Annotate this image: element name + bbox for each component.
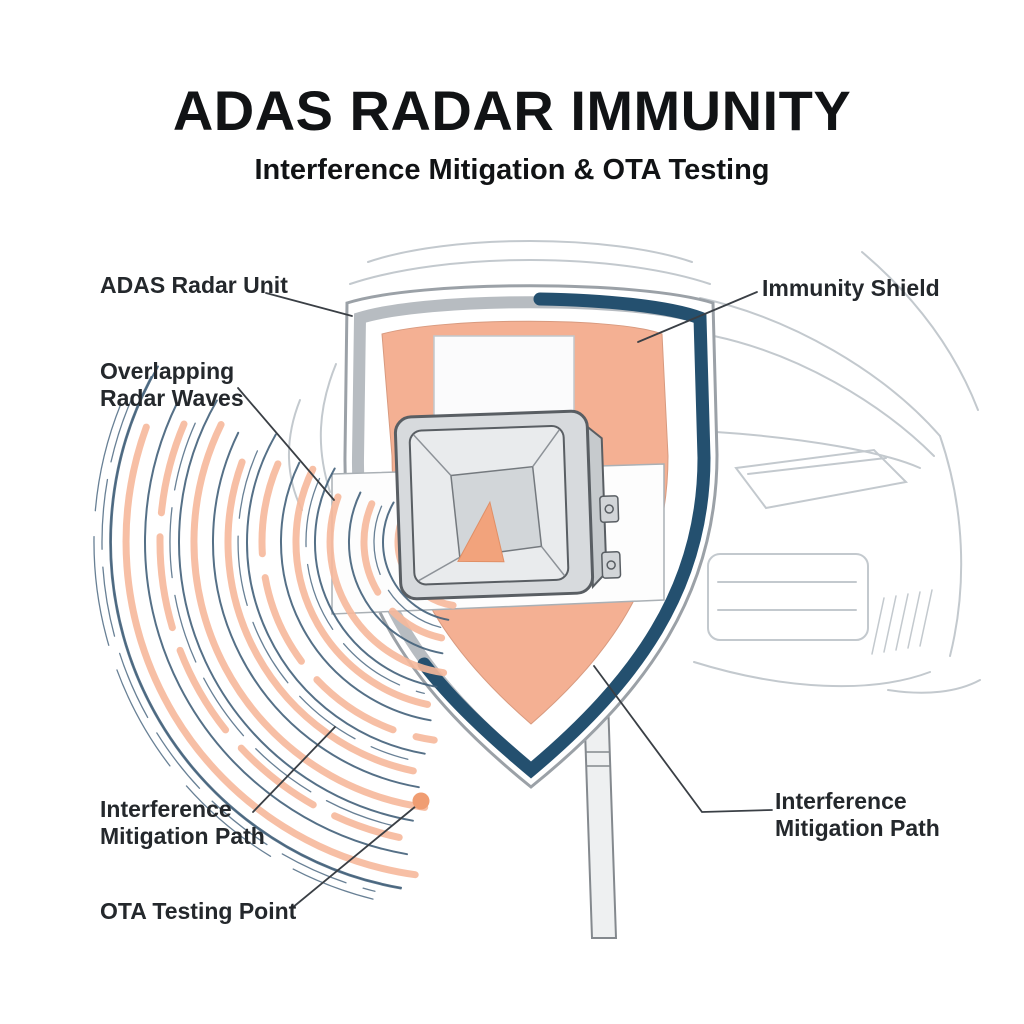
leader-ota-testing-point [291,805,417,909]
label-line: Mitigation Path [775,815,940,842]
label-ota-testing-point: OTA Testing Point [100,898,297,924]
leader-interference-mitigation-left [252,726,336,813]
label-adas-radar-unit: ADAS Radar Unit [100,272,288,298]
car-outline [287,240,981,694]
label-line: Radar Waves [100,385,244,412]
leader-interference-mitigation-right [593,665,773,813]
title-block: ADAS RADAR IMMUNITY Interference Mitigat… [0,79,1024,187]
ota-testing-point-dot [412,792,430,810]
label-immunity-shield: Immunity Shield [762,275,940,301]
leader-overlapping-radar-waves [237,387,335,501]
leader-immunity-shield [637,291,758,343]
page-title: ADAS RADAR IMMUNITY [172,79,852,142]
radar-waves [93,365,457,900]
label-interference-mitigation-left: Interference Mitigation Path [100,796,265,850]
leader-adas-radar-unit [265,292,353,317]
label-overlapping-radar-waves: Overlapping Radar Waves [100,358,244,412]
grille-hatch-lines [871,589,933,655]
label-line: Mitigation Path [100,823,265,850]
page-subtitle: Interference Mitigation & OTA Testing [254,153,770,186]
radar-unit-shape [393,409,622,601]
leader-lines [237,291,773,909]
label-line: Interference [775,788,907,814]
label-interference-mitigation-right: Interference Mitigation Path [775,788,940,842]
label-line: Overlapping [100,358,235,384]
label-line: Interference [100,796,232,822]
